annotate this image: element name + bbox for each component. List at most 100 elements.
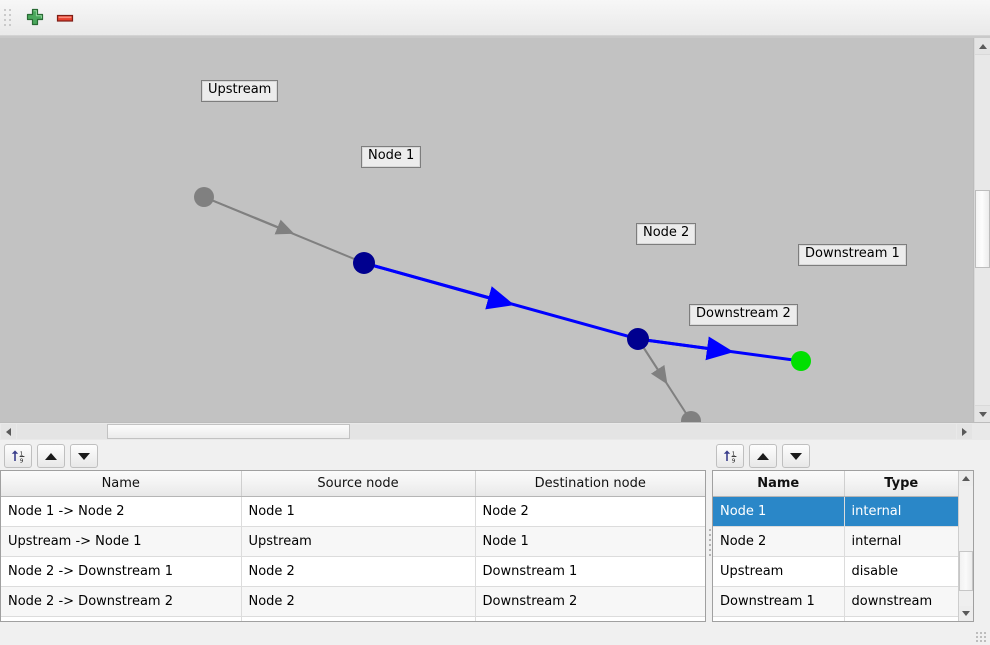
triangle-up-icon [757, 452, 769, 460]
edges-cell-destination[interactable]: Downstream 1 [475, 556, 705, 587]
table-row[interactable]: Downstream 1 downstream [713, 586, 958, 617]
sort-ascending-icon: 1 9 [723, 450, 737, 464]
graph-node-node1[interactable] [353, 252, 375, 274]
svg-text:1: 1 [732, 451, 736, 457]
edges-cell-destination[interactable]: Node 2 [475, 496, 705, 527]
edges-col-source[interactable]: Source node [241, 471, 476, 497]
vertical-splitter[interactable] [708, 442, 713, 624]
edges-table-container[interactable]: Name Source node Destination node Node 1… [0, 470, 706, 622]
nodes-cell-type[interactable]: internal [844, 496, 958, 527]
table-row[interactable]: Node 1 internal [713, 496, 958, 527]
edges-col-name[interactable]: Name [1, 471, 242, 497]
nodes-table-container[interactable]: Name Type Node 1 internal Node 2 interna… [712, 470, 974, 622]
table-row[interactable]: Node 2 internal [713, 526, 958, 557]
nodes-scroll-up-button[interactable] [959, 471, 973, 486]
edges-cell-name[interactable]: Node 2 -> Downstream 2 [1, 586, 242, 617]
edge-node1-node2[interactable] [363, 261, 639, 341]
edges-sort-button[interactable]: 1 9 [4, 444, 32, 468]
nodes-panel-toolbar: 1 9 [712, 442, 990, 470]
nodes-table-scrollbar[interactable] [958, 471, 973, 621]
table-row[interactable]: Node 1 -> Node 2 Node 1 Node 2 [1, 496, 705, 527]
chevron-down-icon [978, 411, 987, 417]
svg-text:1: 1 [20, 451, 24, 457]
edges-table: Name Source node Destination node Node 1… [1, 471, 705, 621]
nodes-scroll-thumb[interactable] [959, 551, 973, 591]
table-row[interactable]: Upstream -> Node 1 Upstream Node 1 [1, 526, 705, 557]
nodes-col-name[interactable]: Name [713, 471, 845, 497]
table-row[interactable]: Node 2 -> Downstream 1 Node 2 Downstream… [1, 556, 705, 587]
scroll-left-button[interactable] [1, 424, 16, 439]
graph-label-downstream2[interactable]: Downstream 2 [689, 304, 798, 326]
scrollbar-corner [972, 423, 990, 441]
nodes-move-down-button[interactable] [782, 444, 810, 468]
graph-canvas[interactable]: Upstream Node 1 Node 2 Downstream 1 Down… [0, 38, 990, 422]
svg-text:9: 9 [20, 458, 24, 464]
table-row[interactable]: Node 2 -> Downstream 2 Node 2 Downstream… [1, 586, 705, 617]
graph-node-downstream2[interactable] [681, 411, 701, 422]
scroll-down-button[interactable] [975, 406, 990, 422]
edge-node2-downstream2[interactable] [637, 338, 692, 422]
edge-upstream-node1[interactable] [203, 196, 365, 264]
graph-label-node1[interactable]: Node 1 [361, 146, 422, 168]
edges-move-up-button[interactable] [37, 444, 65, 468]
graph-label-downstream1[interactable]: Downstream 1 [798, 244, 907, 266]
table-empty-row [713, 616, 958, 621]
status-bar [0, 626, 990, 645]
nodes-cell-name[interactable]: Node 1 [713, 496, 845, 527]
nodes-move-up-button[interactable] [749, 444, 777, 468]
nodes-scroll-down-button[interactable] [959, 606, 973, 621]
nodes-cell-name[interactable]: Downstream 1 [713, 586, 845, 617]
nodes-cell-type[interactable]: downstream [844, 586, 958, 617]
scroll-up-button[interactable] [975, 38, 990, 54]
edges-move-down-button[interactable] [70, 444, 98, 468]
toolbar-drag-handle[interactable] [2, 7, 14, 29]
edges-cell-destination[interactable]: Downstream 2 [475, 586, 705, 617]
edges-cell-source[interactable]: Node 1 [241, 496, 476, 527]
edges-panel: 1 9 Name Source node Destination n [0, 442, 708, 622]
edge-node2-downstream1[interactable] [637, 336, 802, 363]
nodes-panel: 1 9 Name Type [712, 442, 990, 622]
graph-node-downstream1[interactable] [791, 351, 811, 371]
triangle-up-icon [45, 452, 57, 460]
sort-ascending-icon: 1 9 [11, 450, 25, 464]
triangle-down-icon [790, 452, 802, 460]
graph-label-node2[interactable]: Node 2 [636, 223, 697, 245]
table-row[interactable]: Upstream disable [713, 556, 958, 587]
graph-svg [194, 187, 811, 422]
graph-label-upstream[interactable]: Upstream [201, 80, 279, 102]
edges-cell-source[interactable]: Upstream [241, 526, 476, 557]
edges-col-destination[interactable]: Destination node [475, 471, 705, 497]
edges-cell-source[interactable]: Node 2 [241, 586, 476, 617]
edges-cell-name[interactable]: Upstream -> Node 1 [1, 526, 242, 557]
red-minus-icon [56, 14, 74, 22]
graph-node-node2[interactable] [627, 328, 649, 350]
window-resize-grip-icon[interactable] [976, 632, 988, 644]
svg-text:9: 9 [732, 458, 736, 464]
splitter-grip-icon [709, 529, 711, 557]
toolbar-divider [0, 35, 990, 36]
nodes-cell-type[interactable]: disable [844, 556, 958, 587]
edges-cell-name[interactable]: Node 1 -> Node 2 [1, 496, 242, 527]
remove-node-button[interactable] [50, 3, 80, 33]
canvas-vertical-scrollbar[interactable] [973, 38, 990, 422]
toolbar-divider-shadow [0, 36, 990, 38]
nodes-cell-name[interactable]: Node 2 [713, 526, 845, 557]
main-toolbar [0, 0, 990, 36]
nodes-col-type[interactable]: Type [844, 471, 958, 497]
scroll-right-button[interactable] [957, 424, 972, 439]
edges-cell-name[interactable]: Node 2 -> Downstream 1 [1, 556, 242, 587]
edges-cell-destination[interactable]: Node 1 [475, 526, 705, 557]
nodes-table-header-row: Name Type [713, 471, 958, 497]
horizontal-scroll-thumb[interactable] [107, 424, 350, 439]
nodes-cell-type[interactable]: internal [844, 526, 958, 557]
vertical-scroll-thumb[interactable] [975, 190, 990, 268]
add-node-button[interactable] [20, 3, 50, 33]
nodes-table: Name Type Node 1 internal Node 2 interna… [713, 471, 958, 621]
nodes-cell-name[interactable]: Upstream [713, 556, 845, 587]
edges-cell-source[interactable]: Node 2 [241, 556, 476, 587]
chevron-up-icon [978, 43, 987, 49]
canvas-horizontal-scrollbar[interactable] [0, 422, 990, 441]
nodes-sort-button[interactable]: 1 9 [716, 444, 744, 468]
graph-node-upstream[interactable] [194, 187, 214, 207]
